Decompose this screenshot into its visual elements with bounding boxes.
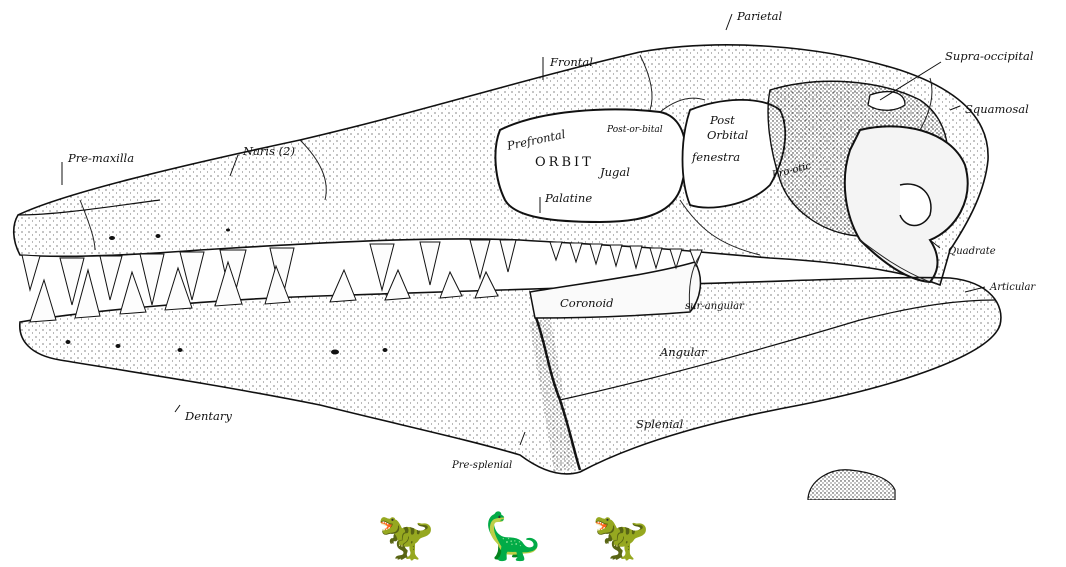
label-dentary: Dentary xyxy=(184,409,232,423)
sauropod-icon[interactable]: 🦕 xyxy=(484,509,541,563)
label-frontal: Frontal xyxy=(549,55,593,69)
label-splenial: Splenial xyxy=(636,417,684,431)
t-rex-icon[interactable]: 🦖 xyxy=(377,509,434,563)
label-quadrate: Quadrate xyxy=(948,246,996,257)
label-squamosal: Squamosal xyxy=(965,102,1029,116)
label-post-orbital-fenestra-3: fenestra xyxy=(691,150,740,164)
label-pre-splenial: Pre-splenial xyxy=(451,460,512,471)
label-articular: Articular xyxy=(989,282,1036,293)
label-post-orbital: Post-or-bital xyxy=(606,125,663,135)
mosasaur-skull-drawing: Parietal Frontal Supra-occipital Squamos… xyxy=(0,0,1066,500)
dinosaur-emoji-row: 🦖 🦕 🦖 xyxy=(0,505,1066,567)
label-angular: Angular xyxy=(659,345,708,359)
coronoid xyxy=(530,262,700,318)
t-rex-icon[interactable]: 🦖 xyxy=(592,509,649,563)
label-supra-occipital: Supra-occipital xyxy=(945,49,1034,63)
label-pre-maxilla: Pre-maxilla xyxy=(67,151,134,165)
label-palatine: Palatine xyxy=(544,191,592,205)
label-post-orbital-fenestra-2: Orbital xyxy=(707,128,748,142)
fossil-fragment xyxy=(808,470,895,500)
label-jugal: Jugal xyxy=(598,165,630,179)
label-coronoid: Coronoid xyxy=(560,296,614,310)
label-sur-angular: sur-angular xyxy=(685,301,745,312)
label-parietal: Parietal xyxy=(736,9,783,23)
label-naris: Naris (2) xyxy=(242,144,295,158)
label-orbit: ORBIT xyxy=(535,155,594,170)
label-post-orbital-fenestra-1: Post xyxy=(709,113,735,127)
